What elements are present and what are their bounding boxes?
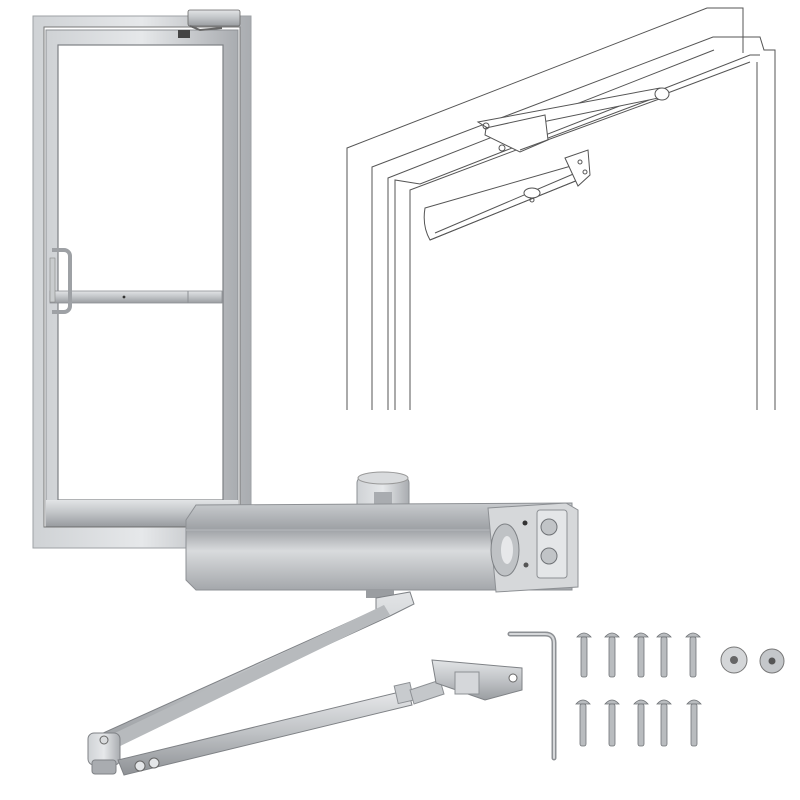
mounting-hardware xyxy=(507,631,785,761)
allen-key-icon xyxy=(507,631,557,761)
screw-row-bottom xyxy=(575,699,702,747)
installed-closer xyxy=(178,9,241,38)
screw-row-top xyxy=(576,632,701,678)
panic-bar xyxy=(49,248,223,314)
door-photo xyxy=(32,9,252,549)
installation-diagram xyxy=(346,7,776,410)
nut-icon xyxy=(720,646,785,674)
arm-assembly xyxy=(87,591,523,776)
closer-body xyxy=(185,471,579,598)
